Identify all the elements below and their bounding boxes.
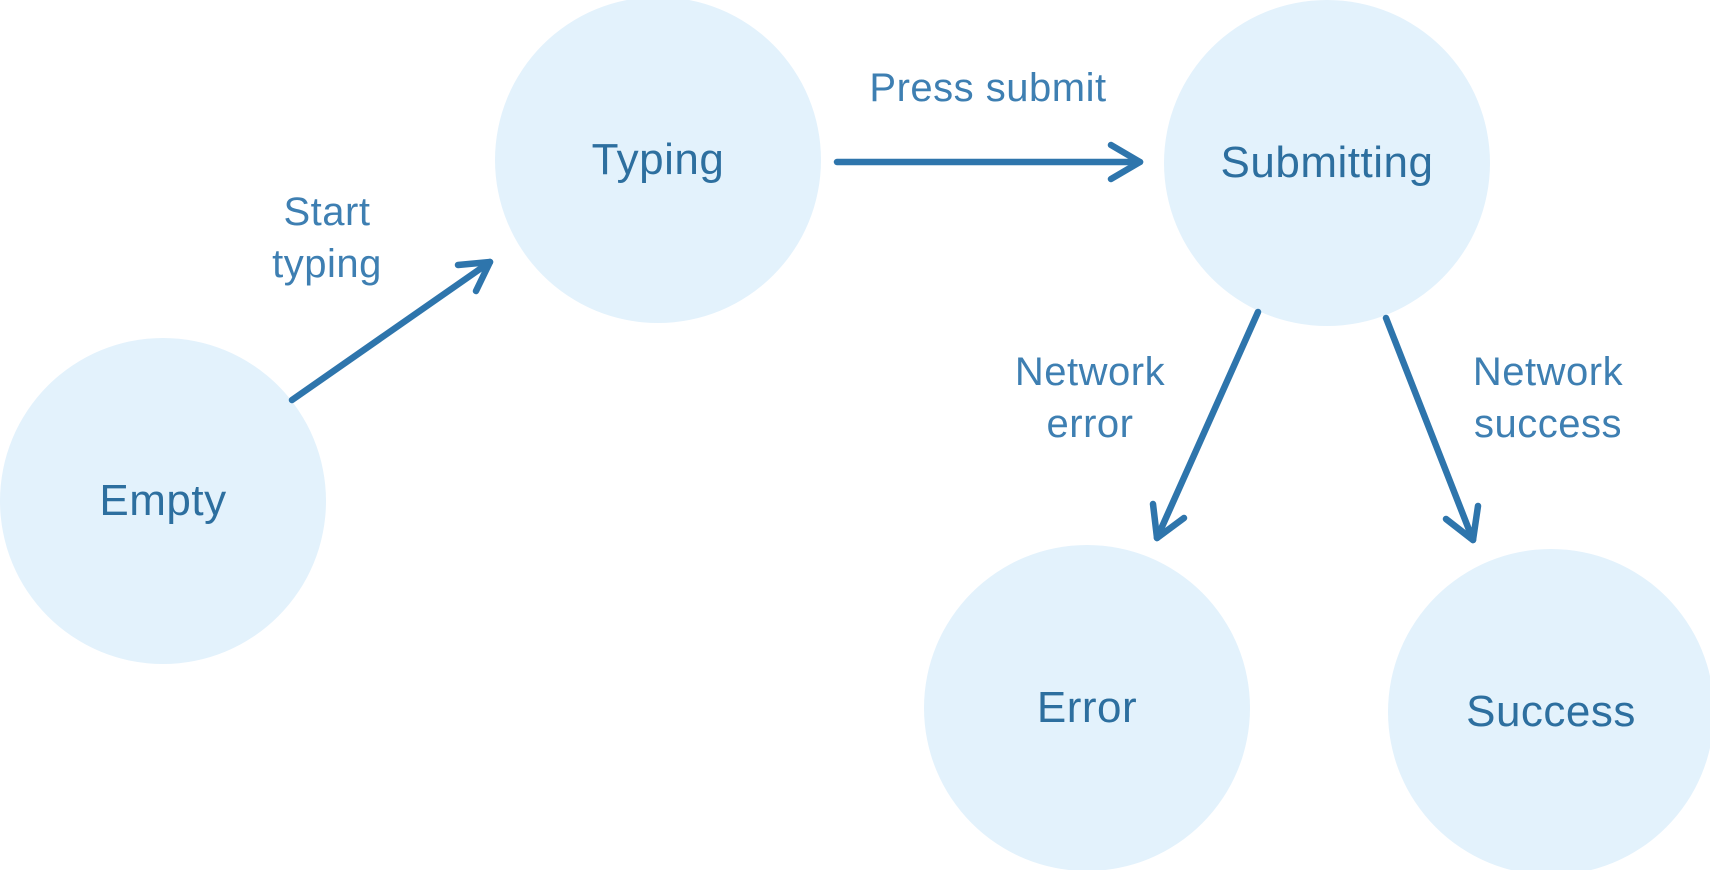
- state-node-success-label: Success: [1466, 687, 1636, 736]
- edge-label-line: typing: [272, 242, 382, 286]
- edge-label-network-success: Network success: [1473, 346, 1623, 450]
- state-node-typing: Typing: [495, 0, 821, 323]
- arrow-submitting-to-error: [1149, 308, 1262, 542]
- edge-label-start-typing: Start typing: [272, 186, 382, 290]
- state-node-success: Success: [1388, 549, 1710, 870]
- arrow-submitting-to-success: [1382, 314, 1482, 544]
- state-node-submitting-label: Submitting: [1220, 138, 1434, 187]
- edge-label-press-submit: Press submit: [869, 62, 1106, 114]
- edge-label-network-error: Network error: [1015, 346, 1165, 450]
- edge-label-line: success: [1473, 402, 1622, 446]
- state-node-empty: Empty: [0, 338, 326, 664]
- edge-label-line: Network: [1014, 350, 1166, 394]
- state-node-error: Error: [924, 545, 1250, 870]
- state-node-submitting: Submitting: [1164, 0, 1490, 326]
- edge-label-line: Press submit: [869, 66, 1107, 110]
- edge-label-line: Network: [1472, 350, 1624, 394]
- edge-label-line: Start: [283, 190, 371, 234]
- state-node-empty-label: Empty: [99, 476, 227, 525]
- edge-label-line: error: [1046, 402, 1134, 446]
- state-node-error-label: Error: [1036, 683, 1138, 732]
- state-node-typing-label: Typing: [591, 135, 725, 184]
- arrow-typing-to-submitting: [833, 141, 1144, 183]
